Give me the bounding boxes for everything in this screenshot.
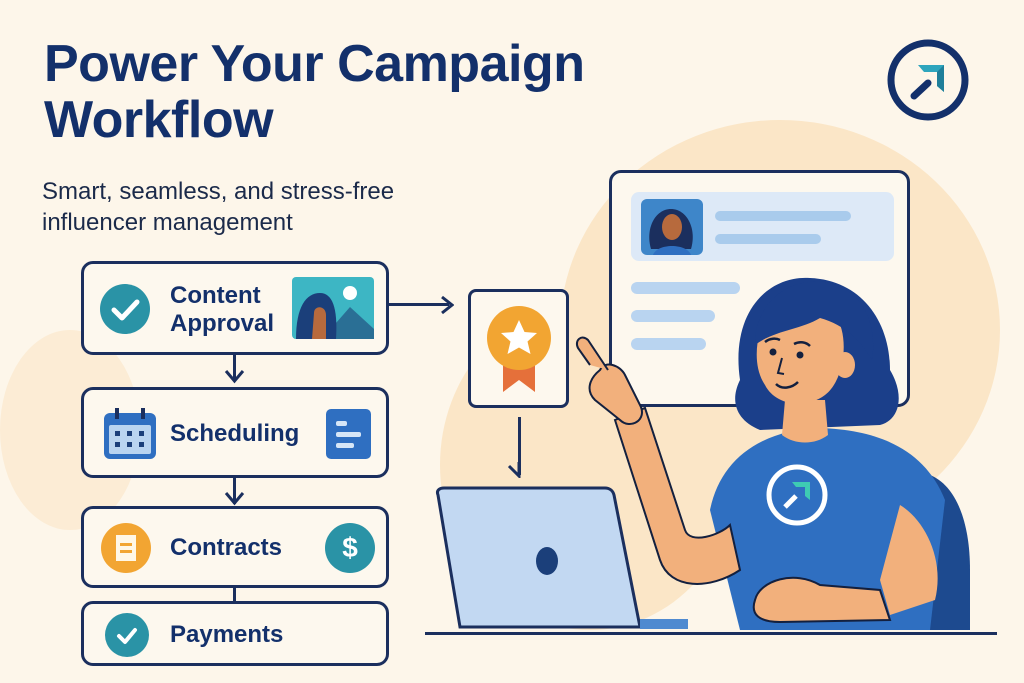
page-subtitle: Smart, seamless, and stress-free influen… — [42, 176, 394, 238]
check-circle-icon — [105, 613, 149, 657]
contract-document-icon — [101, 523, 151, 573]
workflow-step-content-approval[interactable]: Content Approval — [81, 261, 389, 355]
woman-pointing-at-screen — [576, 277, 970, 630]
document-list-icon — [326, 409, 371, 459]
calendar-icon — [104, 408, 156, 459]
award-badge-icon — [487, 306, 551, 392]
connector-line — [233, 355, 236, 381]
page-title: Power Your Campaign Workflow — [44, 35, 585, 149]
avatar — [641, 199, 703, 255]
desk-line — [425, 632, 997, 635]
connector-line — [389, 303, 449, 306]
image-icon — [292, 277, 374, 339]
connector-line — [233, 478, 236, 504]
svg-text:$: $ — [342, 532, 358, 563]
placeholder-line — [631, 282, 740, 294]
dollar-coin-icon: $ — [325, 523, 375, 573]
subtitle-line-1: Smart, seamless, and stress-free — [42, 178, 395, 205]
laptop — [436, 486, 688, 629]
placeholder-line — [715, 234, 821, 244]
check-circle-icon — [100, 284, 150, 334]
connector-line — [518, 417, 521, 475]
arrow-down-icon — [507, 462, 521, 478]
title-line-2: Workflow — [44, 91, 274, 149]
subtitle-line-2: influencer management — [42, 209, 293, 236]
arrow-down-icon — [224, 370, 245, 384]
placeholder-line — [631, 310, 715, 322]
award-card — [468, 289, 569, 408]
step-label: Contracts — [170, 534, 283, 561]
step-label: Scheduling — [170, 420, 300, 447]
workflow-step-payments[interactable]: Payments — [81, 601, 389, 666]
arrow-right-icon — [441, 295, 454, 315]
placeholder-line — [631, 338, 706, 350]
step-label: Content Approval — [170, 282, 275, 337]
workflow-step-scheduling[interactable]: Scheduling — [81, 387, 389, 478]
workflow-step-contracts[interactable]: Contracts $ — [81, 506, 389, 588]
placeholder-line — [715, 211, 851, 221]
connector-line — [233, 588, 236, 602]
arrow-down-icon — [224, 492, 245, 506]
arrow-up-right-circle-icon — [887, 39, 969, 121]
step-label: Payments — [170, 621, 284, 648]
title-line-1: Power Your Campaign — [44, 35, 585, 93]
